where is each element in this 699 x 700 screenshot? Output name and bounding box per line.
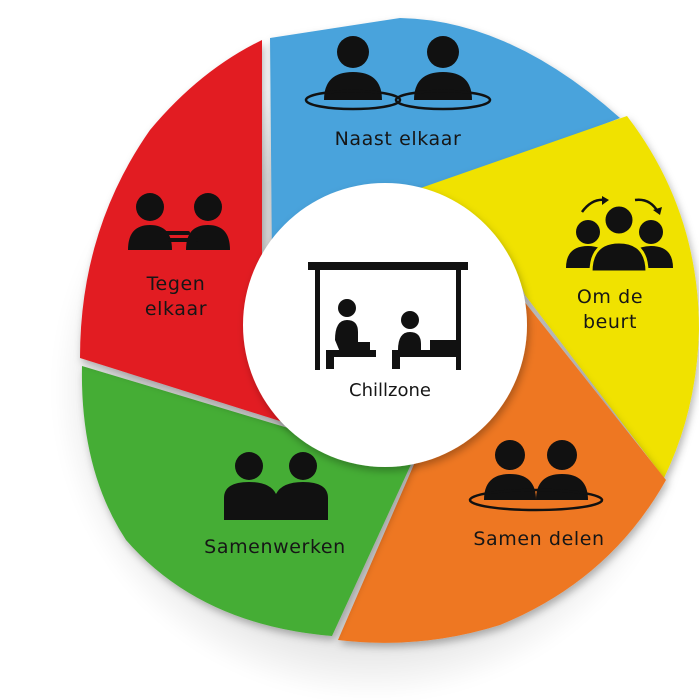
chillzone-center bbox=[243, 183, 527, 467]
segment-label-samen-delen: Samen delen bbox=[473, 528, 604, 550]
segment-samen-delen-shape bbox=[338, 300, 666, 643]
chillzone-shelter-icon bbox=[308, 262, 468, 370]
two-people-side-by-side-icon bbox=[304, 36, 492, 111]
two-people-sharing-icon bbox=[468, 440, 604, 512]
segment-label-tegen-elkaar-1: Tegen bbox=[146, 273, 206, 295]
segment-label-samenwerken: Samenwerken bbox=[204, 536, 346, 558]
group-taking-turns-icon bbox=[566, 196, 673, 274]
center-label-chillzone: Chillzone bbox=[349, 380, 431, 401]
segment-label-om-de-beurt-1: Om de bbox=[577, 286, 643, 308]
segment-label-naast-elkaar: Naast elkaar bbox=[335, 128, 462, 150]
two-people-facing-each-other-icon bbox=[128, 193, 230, 250]
segment-samen-delen bbox=[338, 300, 666, 643]
segment-label-tegen-elkaar-2: elkaar bbox=[145, 298, 207, 320]
two-people-working-together-icon bbox=[224, 452, 328, 520]
segment-label-om-de-beurt-2: beurt bbox=[583, 311, 637, 333]
